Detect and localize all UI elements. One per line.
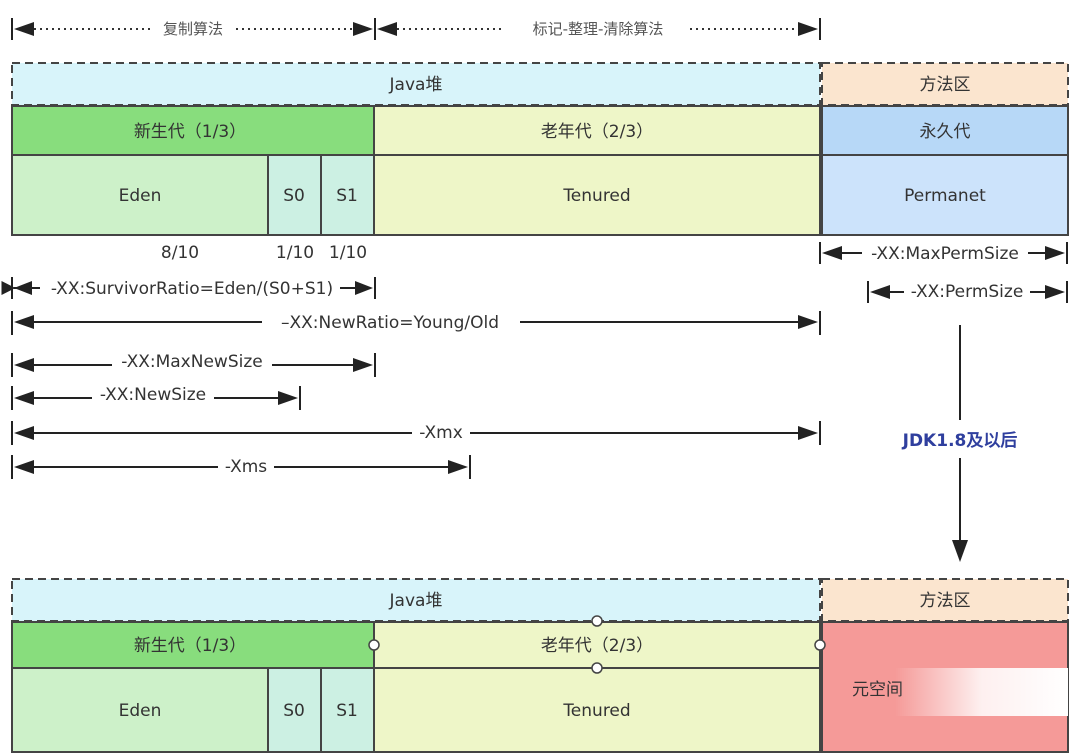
permanet-label: Permanet xyxy=(904,186,986,206)
tenured-block xyxy=(373,154,821,236)
param-survivor-ratio: -XX:SurvivorRatio=Eden/(S0+S1) xyxy=(1,277,376,299)
watermark-overlay xyxy=(895,668,1068,716)
xmx-label: -Xmx xyxy=(419,423,463,443)
s0-label-after: S0 xyxy=(283,701,305,721)
tenured-label: Tenured xyxy=(562,186,630,206)
memory-layout-after: Java堆 方法区 新生代（1/3） 老年代（2/3） Eden S0 S1 T… xyxy=(11,578,1069,753)
copy-algorithm-label: 复制算法 xyxy=(163,20,223,38)
permanet-block xyxy=(821,154,1069,236)
perm-size-label: -XX:PermSize xyxy=(911,282,1024,302)
param-max-new-size: -XX:MaxNewSize xyxy=(11,352,376,377)
param-xms: -Xms xyxy=(11,455,471,479)
metaspace-label: 元空间 xyxy=(852,680,903,700)
eden-ratio: 8/10 xyxy=(161,243,199,263)
max-new-size-label: -XX:MaxNewSize xyxy=(121,352,262,372)
survivor-ratio-label: -XX:SurvivorRatio=Eden/(S0+S1) xyxy=(51,279,333,299)
xms-label: -Xms xyxy=(225,457,267,477)
param-new-ratio: –XX:NewRatio=Young/Old xyxy=(11,311,821,335)
jdk18-transition-arrow: JDK1.8及以后 xyxy=(902,325,1018,562)
s1-ratio: 1/10 xyxy=(329,243,367,263)
java-heap-label-after: Java堆 xyxy=(389,591,443,611)
java-heap-header xyxy=(11,62,821,106)
eden-block-after xyxy=(11,667,269,753)
old-gen-label-after: 老年代（2/3） xyxy=(541,636,653,656)
connection-handle xyxy=(591,615,603,627)
old-gen-label: 老年代（2/3） xyxy=(541,122,653,142)
s1-block xyxy=(320,154,375,236)
perm-gen-label: 永久代 xyxy=(920,122,971,142)
memory-layout-before: Java堆 方法区 新生代（1/3） 老年代（2/3） 永久代 Eden S0 … xyxy=(11,62,1069,263)
param-xmx: -Xmx xyxy=(11,421,821,445)
java-heap-label: Java堆 xyxy=(389,75,443,95)
mark-compact-algorithm-label: 标记-整理-清除算法 xyxy=(533,20,664,38)
tenured-label-after: Tenured xyxy=(562,701,630,721)
connection-handle xyxy=(814,639,826,651)
s1-label: S1 xyxy=(336,186,358,206)
tenured-block-after xyxy=(373,667,821,753)
connection-handle xyxy=(591,662,603,674)
param-perm-size: -XX:PermSize xyxy=(867,281,1068,303)
max-perm-size-label: -XX:MaxPermSize xyxy=(871,244,1019,264)
param-max-perm-size: -XX:MaxPermSize xyxy=(819,242,1068,264)
eden-label-after: Eden xyxy=(119,701,162,721)
s0-ratio: 1/10 xyxy=(276,243,314,263)
mark-compact-algorithm-range: 标记-整理-清除算法 xyxy=(377,18,821,40)
new-ratio-label: –XX:NewRatio=Young/Old xyxy=(281,313,499,333)
method-area-label-after: 方法区 xyxy=(920,591,971,611)
young-gen-label-after: 新生代（1/3） xyxy=(134,636,246,656)
java-heap-header-after xyxy=(11,578,821,622)
copy-algorithm-range: 复制算法 xyxy=(11,18,376,40)
s0-block-after xyxy=(267,667,322,753)
method-area-header xyxy=(821,62,1069,106)
s1-label-after: S1 xyxy=(336,701,358,721)
eden-block xyxy=(11,154,269,236)
s0-label: S0 xyxy=(283,186,305,206)
param-new-size: -XX:NewSize xyxy=(11,385,301,410)
eden-label: Eden xyxy=(119,186,162,206)
method-area-label: 方法区 xyxy=(920,75,971,95)
jdk18-label: JDK1.8及以后 xyxy=(902,431,1018,451)
new-size-label: -XX:NewSize xyxy=(100,385,206,405)
s0-block xyxy=(267,154,322,236)
young-gen-label: 新生代（1/3） xyxy=(134,122,246,142)
connection-handle xyxy=(368,639,380,651)
